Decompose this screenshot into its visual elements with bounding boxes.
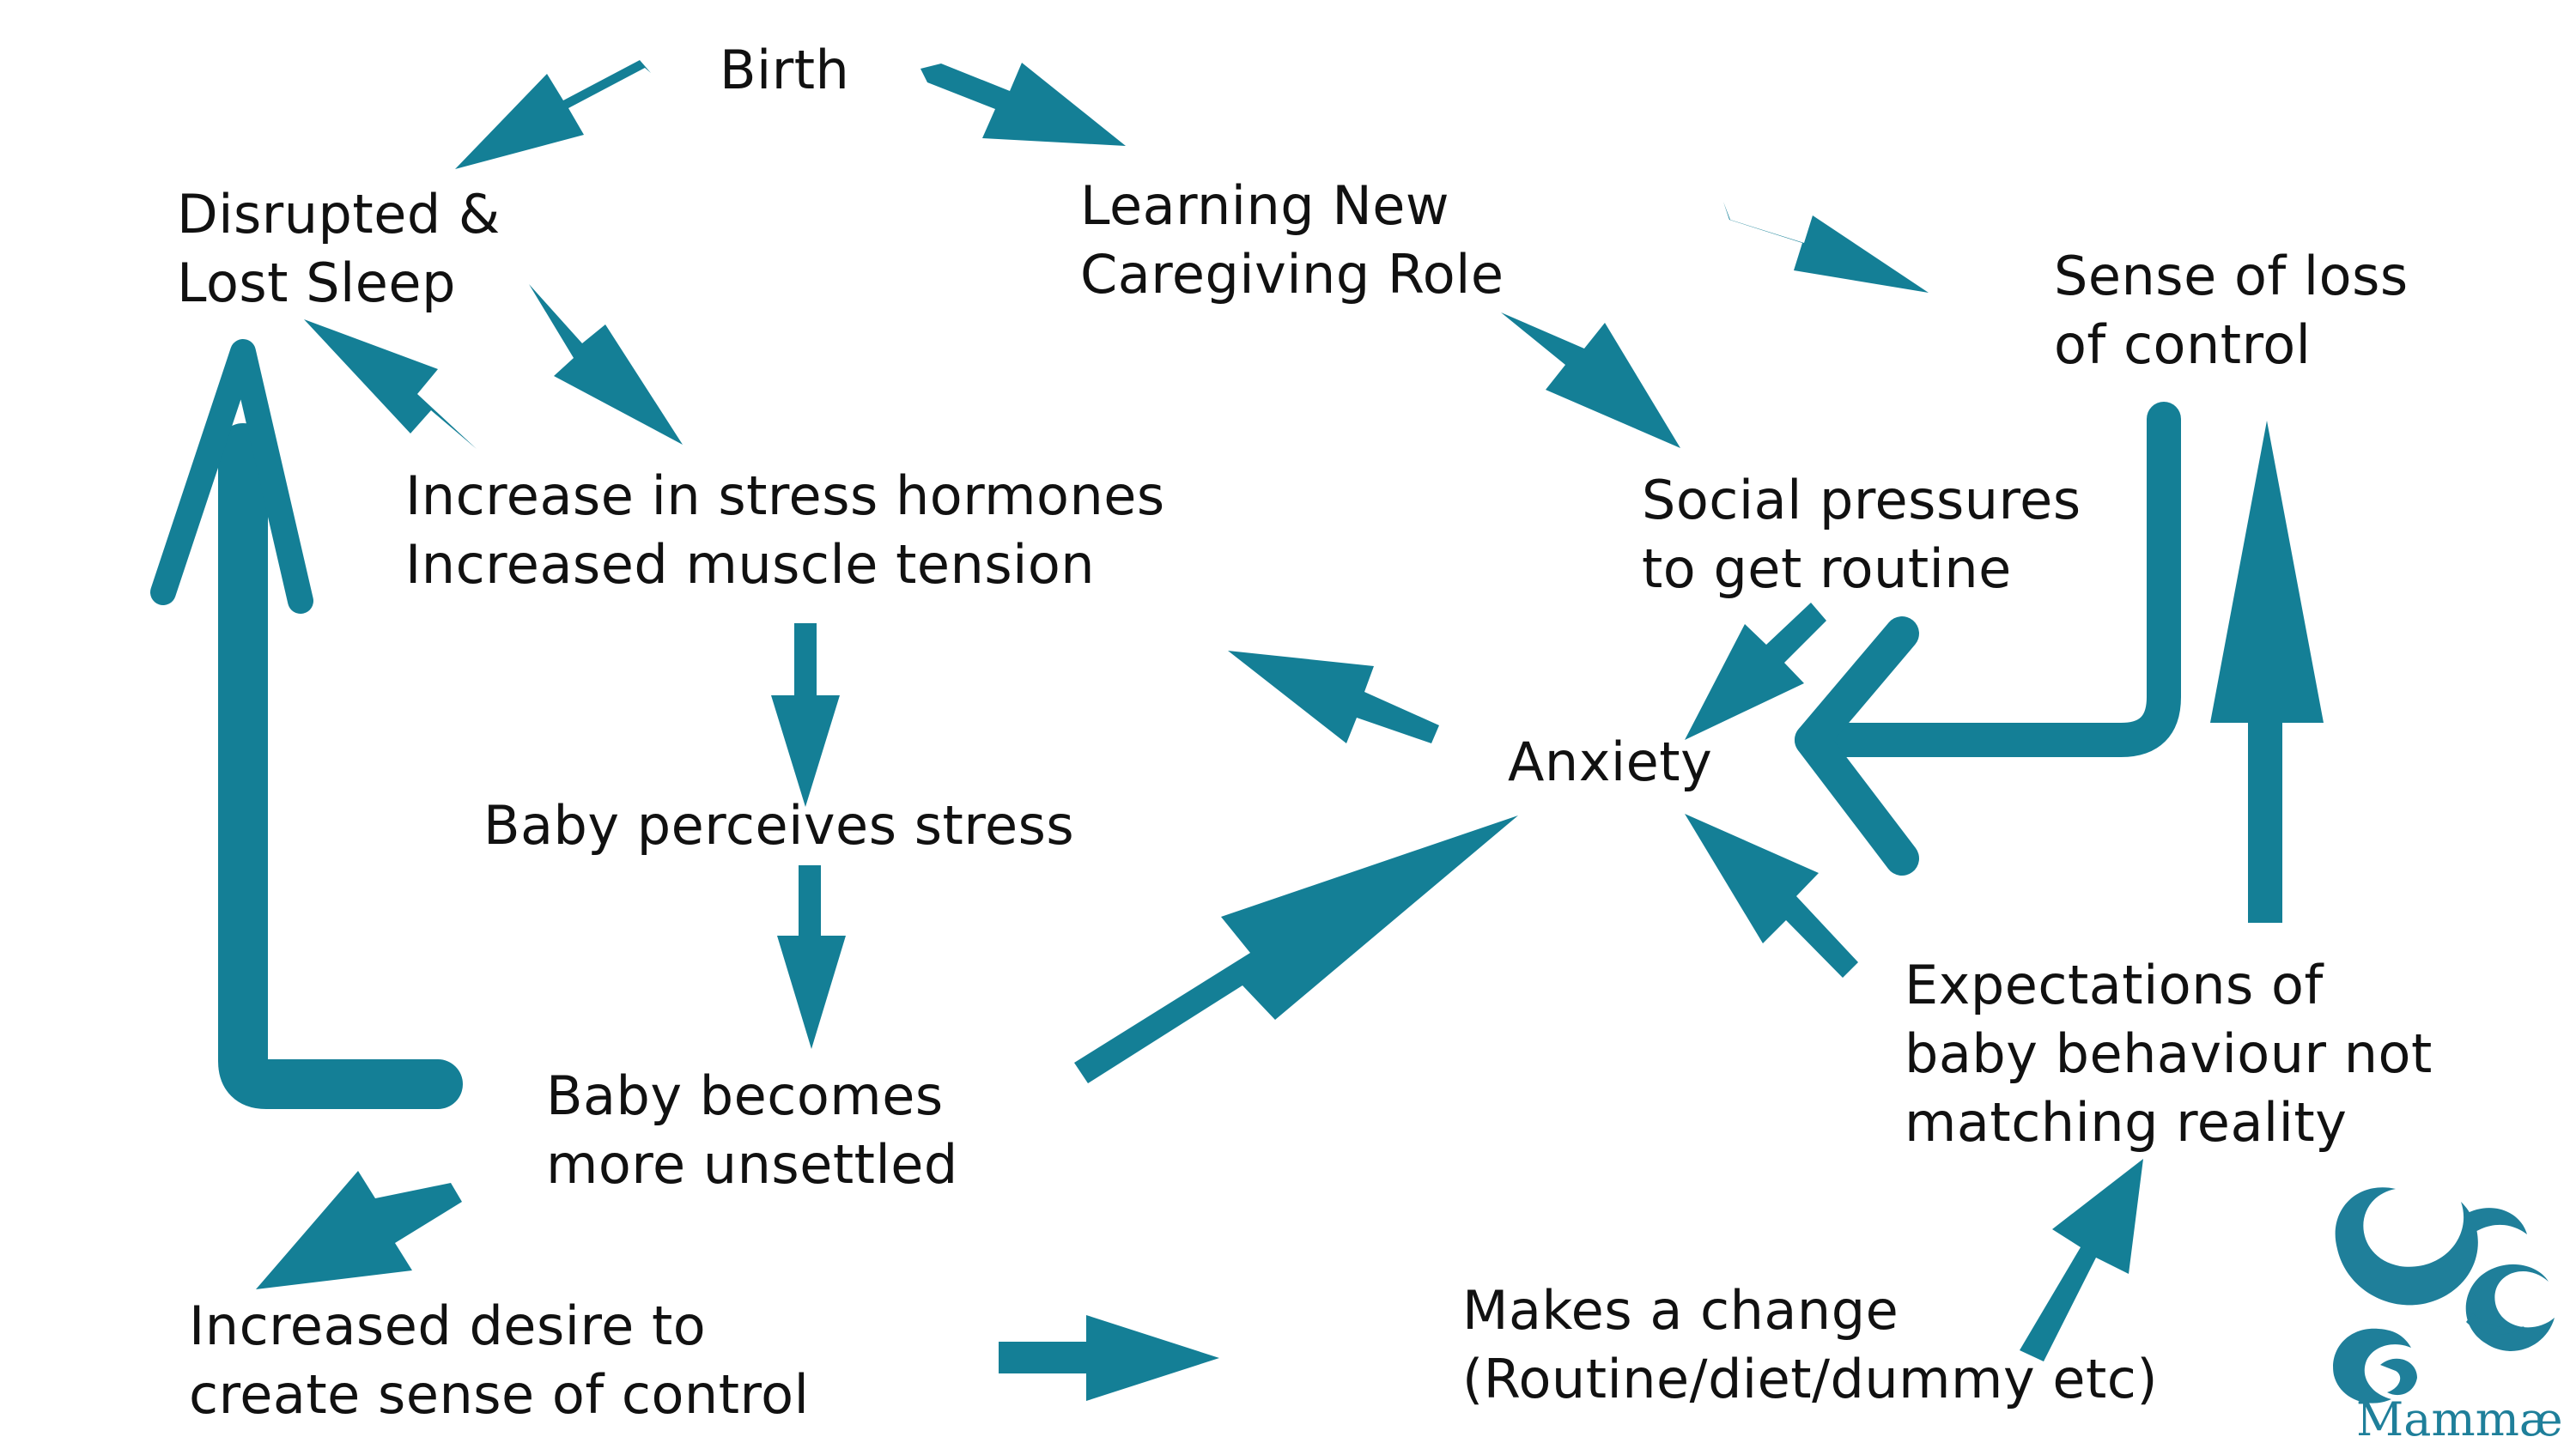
node-baby-unsettled-line-1: Baby becomes <box>546 1064 944 1127</box>
node-expectations-line-3: matching reality <box>1905 1091 2348 1154</box>
arrow-loss-to-anxiety-head <box>1795 616 1919 876</box>
arrow-birth-to-sleep <box>455 60 651 169</box>
node-expectations-line-2: baby behaviour not <box>1905 1022 2433 1085</box>
node-stress-hormones-line-2: Increased muscle tension <box>405 533 1096 596</box>
arrow-stress-to-baby-perceives <box>771 623 840 807</box>
node-loss-of-control: Sense of loss of control <box>2054 242 2409 379</box>
arrow-desire-to-change <box>999 1315 1219 1401</box>
logo-text: Mammæ <box>2356 1392 2563 1446</box>
node-social-pressures-line-1: Social pressures <box>1642 469 2081 531</box>
node-desire-control-line-1: Increased desire to <box>189 1294 707 1357</box>
node-makes-change-line-1: Makes a change <box>1462 1279 1899 1342</box>
node-desire-control: Increased desire to create sense of cont… <box>189 1292 809 1429</box>
node-learning-role-line-1: Learning New <box>1080 174 1450 237</box>
arrow-anxiety-to-stress <box>1228 651 1439 743</box>
node-anxiety: Anxiety <box>1508 728 1712 797</box>
arrow-birth-to-learning <box>920 63 1126 146</box>
node-desire-control-line-2: create sense of control <box>189 1363 810 1426</box>
node-baby-perceives-line: Baby perceives stress <box>483 794 1075 857</box>
node-disrupted-sleep: Disrupted & Lost Sleep <box>177 180 501 318</box>
arrow-unsettled-to-sleep-head <box>150 339 313 614</box>
node-disrupted-sleep-line-1: Disrupted & <box>177 183 501 246</box>
arrow-sleep-to-stress <box>510 284 683 445</box>
arrow-perceives-to-unsettled <box>777 865 846 1049</box>
node-learning-role-line-2: Caregiving Role <box>1080 243 1504 306</box>
node-baby-unsettled: Baby becomes more unsettled <box>546 1062 958 1199</box>
arrow-expectations-to-loss <box>2210 421 2324 923</box>
node-anxiety-line: Anxiety <box>1508 731 1713 793</box>
swirl-logo-icon <box>2333 1187 2555 1404</box>
node-expectations: Expectations of baby behaviour not match… <box>1905 951 2433 1157</box>
arrow-unsettled-to-sleep-loop <box>218 423 463 1109</box>
node-baby-perceives: Baby perceives stress <box>483 791 1074 860</box>
arrow-change-to-expectations <box>2020 1159 2143 1361</box>
node-stress-hormones: Increase in stress hormones Increased mu… <box>405 462 1165 599</box>
arrow-stress-to-sleep <box>304 319 489 449</box>
node-stress-hormones-line-1: Increase in stress hormones <box>405 464 1165 527</box>
node-baby-unsettled-line-2: more unsettled <box>546 1133 958 1196</box>
arrow-unsettled-to-anxiety <box>1074 815 1518 1083</box>
node-birth: Birth <box>720 36 849 105</box>
node-social-pressures-line-2: to get routine <box>1642 537 2012 600</box>
arrow-loss-to-anxiety-loop <box>1795 402 2181 757</box>
node-learning-role: Learning New Caregiving Role <box>1080 172 1504 309</box>
node-loss-of-control-line-1: Sense of loss <box>2054 245 2409 307</box>
arrow-unsettled-to-desire <box>256 1171 462 1289</box>
arrow-learning-to-social <box>1501 296 1680 448</box>
arrow-learning-to-loss <box>1723 202 1929 293</box>
node-social-pressures: Social pressures to get routine <box>1642 466 2081 603</box>
node-disrupted-sleep-line-2: Lost Sleep <box>177 252 456 314</box>
node-makes-change: Makes a change (Routine/diet/dummy etc) <box>1462 1276 2158 1414</box>
node-makes-change-line-2: (Routine/diet/dummy etc) <box>1462 1348 2159 1410</box>
node-loss-of-control-line-2: of control <box>2054 313 2312 376</box>
arrow-expectations-to-anxiety <box>1685 814 1858 978</box>
node-birth-line: Birth <box>720 39 850 101</box>
node-expectations-line-1: Expectations of <box>1905 954 2324 1016</box>
arrow-social-to-anxiety <box>1685 603 1826 740</box>
